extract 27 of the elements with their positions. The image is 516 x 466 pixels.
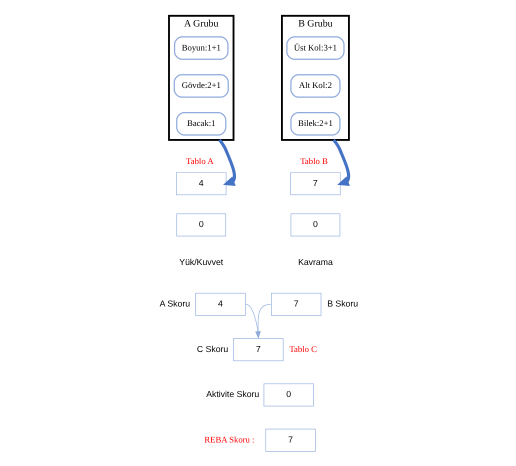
node-box: Bacak:1 bbox=[176, 112, 226, 136]
label: Yük/Kuvvet bbox=[178, 257, 223, 268]
node-label: Aktivite Skoru bbox=[206, 389, 259, 400]
node-box: 4 bbox=[194, 292, 246, 316]
node-box: 4 bbox=[176, 172, 226, 196]
node-box: 0 bbox=[290, 213, 340, 236]
node-label: Tablo A bbox=[186, 156, 214, 166]
arrow bbox=[218, 138, 236, 186]
node-label: B Skoru bbox=[326, 298, 358, 309]
node-label: REBA Skoru : bbox=[204, 434, 254, 445]
node-box: 7 bbox=[232, 338, 283, 362]
node-box: Boyun:1+1 bbox=[173, 36, 228, 60]
node-box: Gövde:2+1 bbox=[173, 74, 228, 98]
node-box: Alt Kol:2 bbox=[290, 74, 340, 98]
node-box: 7 bbox=[264, 428, 316, 452]
node-label: Tablo B bbox=[300, 156, 328, 166]
node-box: 7 bbox=[290, 172, 340, 196]
node-label: C Skoru bbox=[196, 344, 228, 354]
node-box: Bilek:2+1 bbox=[290, 112, 340, 136]
node-box: 0 bbox=[176, 213, 226, 236]
arrow bbox=[332, 138, 350, 186]
node-label: A Skoru bbox=[159, 298, 190, 309]
node-box: 0 bbox=[263, 383, 314, 406]
node-box: Üst Kol:3+1 bbox=[286, 36, 344, 60]
node-box: 7 bbox=[270, 292, 321, 316]
node-label: Tablo C bbox=[288, 344, 316, 354]
label: Kavrama bbox=[298, 257, 332, 268]
